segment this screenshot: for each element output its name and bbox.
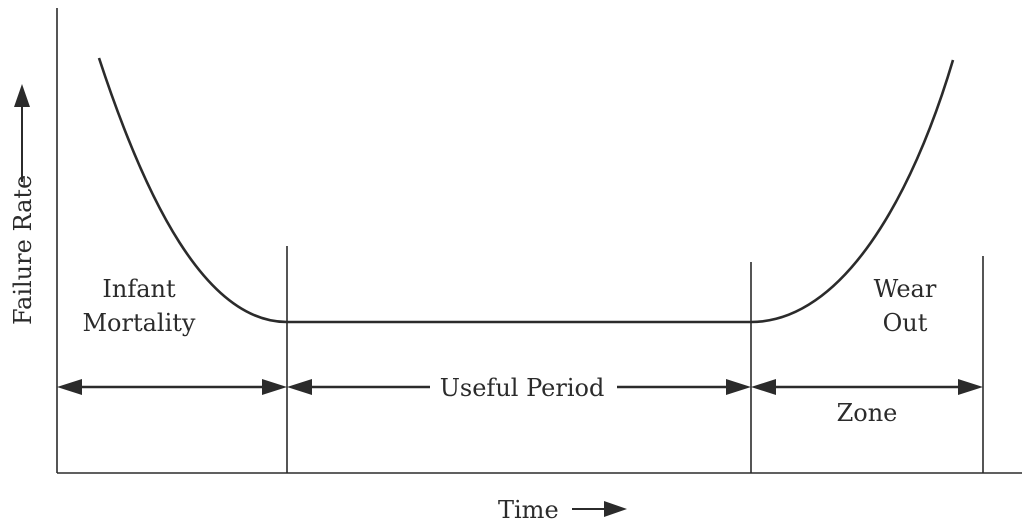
infant-span-left-arrow-icon	[57, 379, 82, 395]
bathtub-curve	[97, 57, 955, 324]
wearout-zone-label: Zone	[837, 399, 898, 427]
infant-span-right-arrow-icon	[262, 379, 287, 395]
useful-span-left-arrow-icon	[287, 379, 312, 395]
useful-span-right-arrow-icon	[726, 379, 751, 395]
y-axis-arrow-icon	[14, 84, 30, 107]
y-axis-label: Failure Rate	[9, 175, 37, 325]
infant-label-line2: Mortality	[82, 309, 195, 337]
useful-period-label: Useful Period	[440, 374, 605, 402]
wearout-span-left-arrow-icon	[751, 379, 776, 395]
infant-label-line1: Infant	[102, 275, 176, 303]
x-axis-label: Time	[498, 496, 559, 524]
x-axis-arrow-icon	[604, 501, 627, 517]
wearout-label-line2: Out	[883, 309, 928, 337]
wearout-span-right-arrow-icon	[958, 379, 983, 395]
wearout-label-line1: Wear	[874, 275, 937, 303]
